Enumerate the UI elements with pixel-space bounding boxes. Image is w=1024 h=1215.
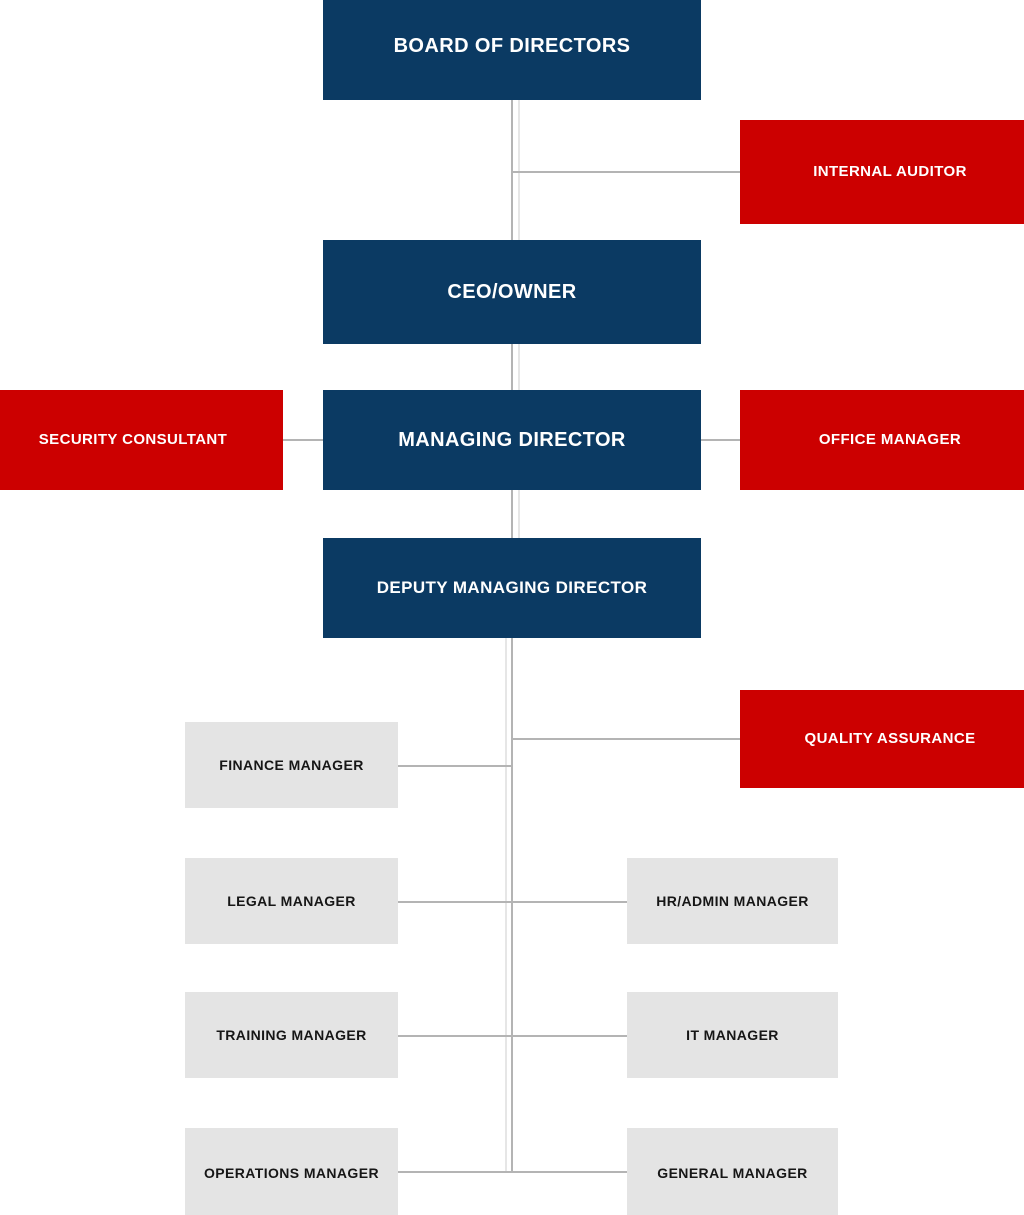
node-label-security-consultant: SECURITY CONSULTANT [38,431,228,449]
connector-branch-quality-assurance [511,738,740,740]
connector-faint-spine-md [518,490,520,538]
connector-branch-training-it-row [398,1035,627,1037]
node-legal-manager[interactable]: LEGAL MANAGER [185,858,398,944]
node-label-internal-auditor: INTERNAL AUDITOR [813,163,967,181]
node-label-operations-manager: OPERATIONS MANAGER [204,1164,379,1181]
node-training-manager[interactable]: TRAINING MANAGER [185,992,398,1078]
node-label-ceo-owner: CEO/OWNER [447,280,577,303]
connector-faint-spine-mid [518,344,520,390]
connector-branch-legal-hr-row [398,901,627,903]
node-operations-manager[interactable]: OPERATIONS MANAGER [185,1128,398,1215]
node-label-deputy-managing-director: DEPUTY MANAGING DIRECTOR [376,578,648,598]
node-general-manager[interactable]: GENERAL MANAGER [627,1128,838,1215]
node-label-board-of-directors: BOARD OF DIRECTORS [393,34,631,57]
node-office-manager[interactable]: OFFICE MANAGER [740,390,1024,490]
node-label-managing-director: MANAGING DIRECTOR [398,428,626,451]
connector-branch-internal-auditor [511,171,740,173]
node-label-training-manager: TRAINING MANAGER [216,1026,367,1043]
node-ceo-owner[interactable]: CEO/OWNER [323,240,701,344]
node-quality-assurance[interactable]: QUALITY ASSURANCE [740,690,1024,788]
node-hr-admin-manager[interactable]: HR/ADMIN MANAGER [627,858,838,944]
connector-spine-md-to-deputy [511,490,513,538]
connector-branch-operations-general-row [398,1171,627,1173]
node-label-hr-admin-manager: HR/ADMIN MANAGER [656,892,809,909]
node-label-it-manager: IT MANAGER [686,1026,779,1043]
connector-branch-office-manager [701,439,740,441]
node-label-finance-manager: FINANCE MANAGER [219,756,364,773]
connector-branch-security-consultant [283,439,323,441]
connector-spine-ceo-to-md [511,344,513,390]
node-deputy-managing-director[interactable]: DEPUTY MANAGING DIRECTOR [323,538,701,638]
connector-faint-spine-upper [518,100,520,240]
connector-spine-board-to-ceo [511,100,513,240]
node-internal-auditor[interactable]: INTERNAL AUDITOR [740,120,1024,224]
connector-faint-spine-lower [505,638,507,1171]
node-label-office-manager: OFFICE MANAGER [818,431,962,449]
node-board-of-directors[interactable]: BOARD OF DIRECTORS [323,0,701,100]
node-it-manager[interactable]: IT MANAGER [627,992,838,1078]
node-label-quality-assurance: QUALITY ASSURANCE [804,730,976,748]
node-label-general-manager: GENERAL MANAGER [657,1164,808,1181]
connector-spine-deputy-to-bottom [511,638,513,1171]
node-label-legal-manager: LEGAL MANAGER [227,892,356,909]
node-security-consultant[interactable]: SECURITY CONSULTANT [0,390,283,490]
connector-branch-finance-manager [398,765,513,767]
node-managing-director[interactable]: MANAGING DIRECTOR [323,390,701,490]
node-finance-manager[interactable]: FINANCE MANAGER [185,722,398,808]
